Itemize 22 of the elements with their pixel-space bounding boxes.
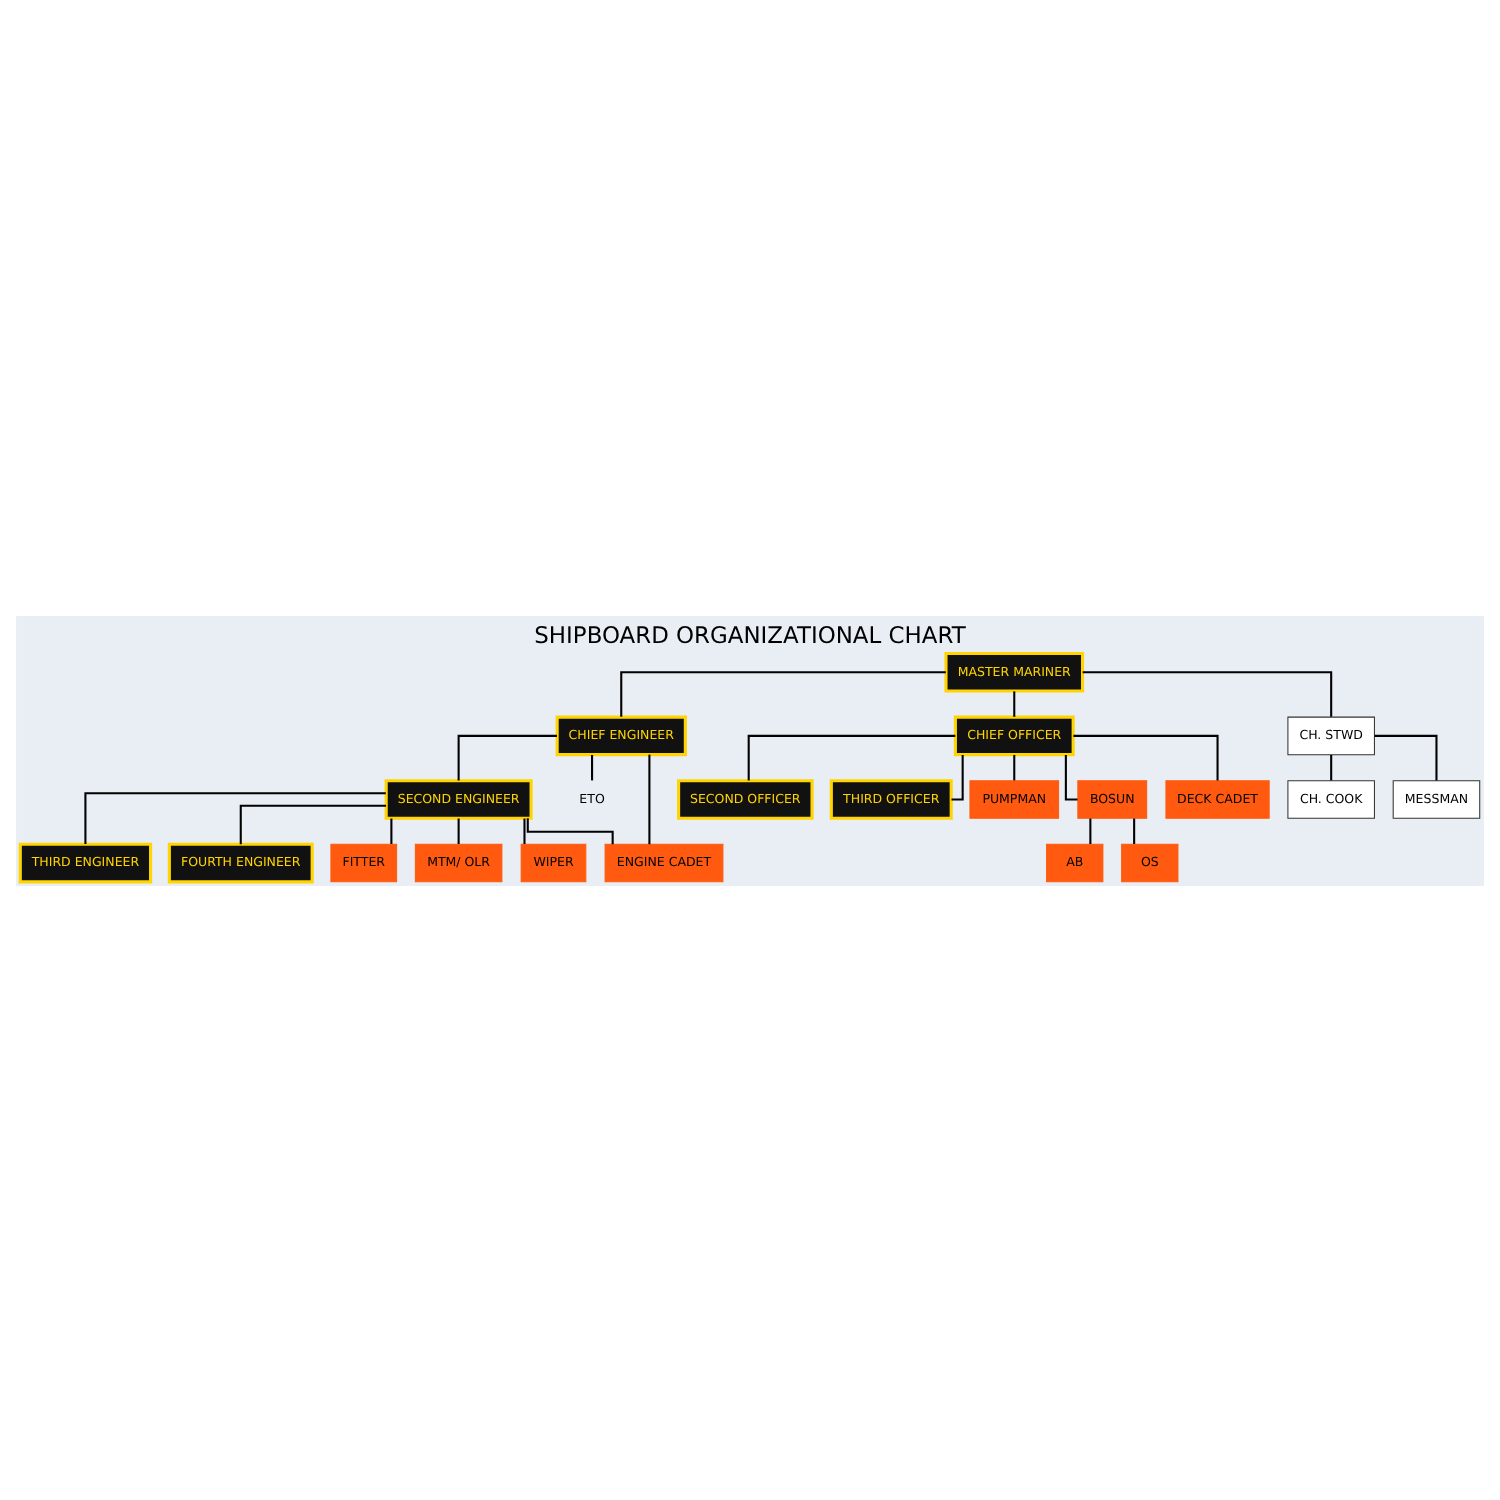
connector	[951, 753, 964, 800]
connector	[591, 753, 594, 780]
connector	[1013, 690, 1016, 716]
connector	[747, 733, 956, 780]
connector	[457, 733, 557, 780]
connector	[1374, 733, 1438, 780]
connector	[1089, 817, 1092, 843]
connector	[620, 670, 946, 716]
connector	[1133, 817, 1136, 843]
connector	[1013, 753, 1016, 780]
connector	[239, 803, 387, 844]
connector	[523, 817, 526, 843]
connector	[84, 791, 386, 843]
connector	[390, 817, 393, 843]
diagram-title: SHIPBOARD ORGANIZATIONAL CHART	[534, 619, 966, 648]
connector	[457, 817, 460, 843]
connector	[1330, 753, 1333, 780]
connector	[1064, 753, 1078, 800]
connector	[1082, 670, 1333, 716]
connector	[1073, 733, 1219, 780]
connector	[526, 817, 614, 844]
connector	[648, 753, 651, 844]
